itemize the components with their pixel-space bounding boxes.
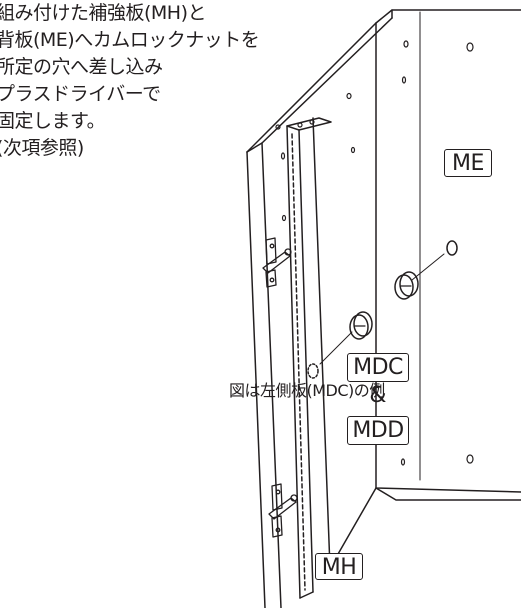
reinforcement-board-mh (286, 117, 332, 599)
figure-caption: 図は左側板(MDC)の例 (229, 381, 385, 400)
bracket-upper (262, 237, 292, 288)
label-ampersand: & (369, 383, 387, 408)
instruction-line: 固定します。 (0, 110, 106, 132)
instruction-line: (次項参照) (0, 137, 84, 159)
instruction-line: 組み付けた補強板(MH)と (0, 2, 207, 24)
cam-lock-nut-side (307, 311, 373, 379)
instruction-text: 組み付けた補強板(MH)と 背板(ME)へカムロックナットを 所定の穴へ差し込み… (0, 0, 296, 162)
instruction-line: プラスドライバーで (0, 83, 161, 105)
screw-holes (275, 40, 474, 466)
side-panel-mdc (246, 17, 393, 608)
cam-lock-nut-back (394, 240, 458, 300)
label-me: ME (444, 149, 492, 177)
label-mdd: MDD (347, 416, 409, 445)
label-mdc: MDC (347, 353, 409, 382)
instruction-line: 所定の穴へ差し込み (0, 56, 163, 78)
instruction-line: 背板(ME)へカムロックナットを (0, 29, 260, 51)
label-mh: MH (315, 553, 363, 580)
bracket-lower (268, 483, 298, 538)
